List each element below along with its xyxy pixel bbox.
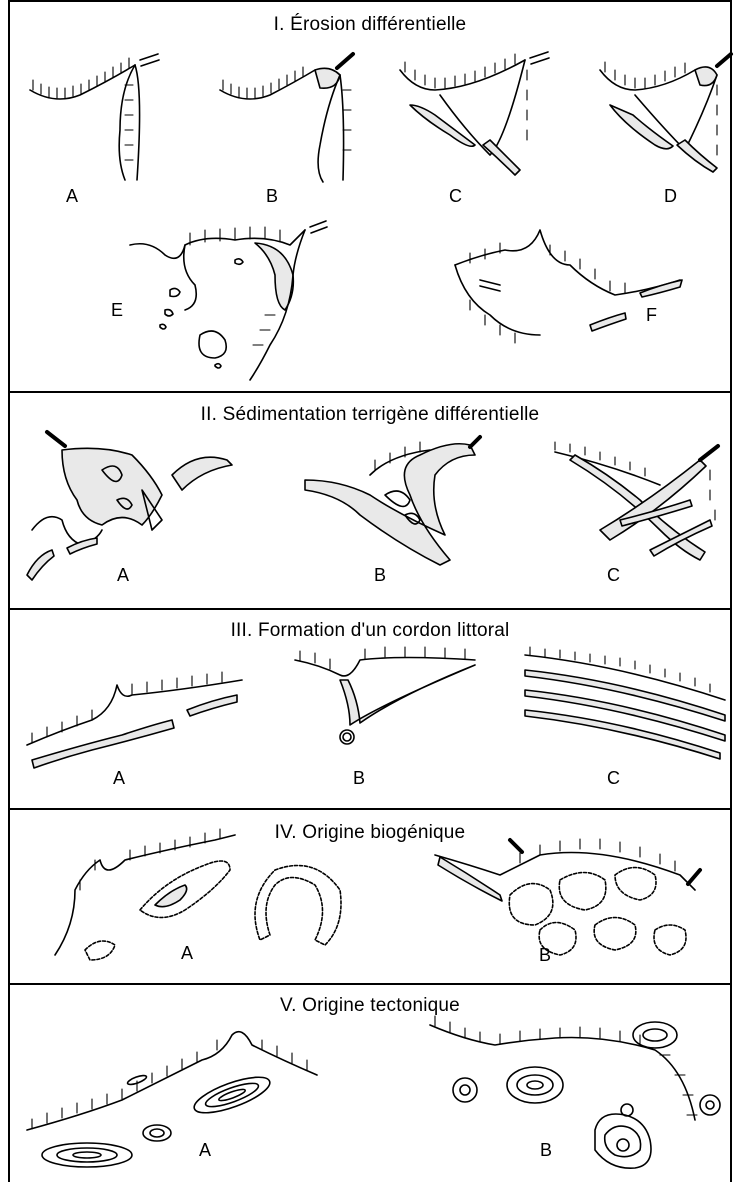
tectonic-sketch [22, 1005, 322, 1175]
section-divider [10, 808, 730, 810]
figure-label: B [266, 186, 278, 207]
reef-sketch [430, 835, 720, 970]
coast-sketch [595, 50, 735, 190]
figure-label: B [353, 768, 365, 789]
tectonic-sketch [425, 1010, 725, 1180]
figure-label: A [181, 943, 193, 964]
figure-label: F [646, 305, 657, 326]
figure-label: C [607, 768, 620, 789]
section-divider [10, 608, 730, 610]
figure-label: B [539, 945, 551, 966]
figure-label: B [540, 1140, 552, 1161]
barrier-sketch [22, 650, 252, 770]
barrier-sketch [290, 645, 490, 755]
section-divider [10, 983, 730, 985]
figure-label: E [111, 300, 123, 321]
coast-sketch [215, 50, 365, 190]
section-title: III. Formation d'un cordon littoral [10, 620, 730, 642]
figure-label: A [117, 565, 129, 586]
figure-label: D [664, 186, 677, 207]
coast-sketch [395, 50, 555, 190]
section-title: II. Sédimentation terrigène différentiel… [10, 404, 730, 426]
coast-sketch [125, 215, 335, 385]
coast-sketch [450, 225, 690, 375]
delta-sketch [300, 435, 490, 575]
reef-sketch [45, 830, 345, 970]
figure-label: C [607, 565, 620, 586]
delta-sketch [550, 440, 730, 580]
figure-label: C [449, 186, 462, 207]
figure-label: A [66, 186, 78, 207]
figure-label: A [113, 768, 125, 789]
figure-label: B [374, 565, 386, 586]
section-divider [10, 391, 730, 393]
delta-sketch [22, 430, 242, 580]
barrier-sketch [520, 645, 730, 765]
section-title: I. Érosion différentielle [10, 14, 730, 36]
figure-label: A [199, 1140, 211, 1161]
coast-sketch [25, 50, 165, 190]
